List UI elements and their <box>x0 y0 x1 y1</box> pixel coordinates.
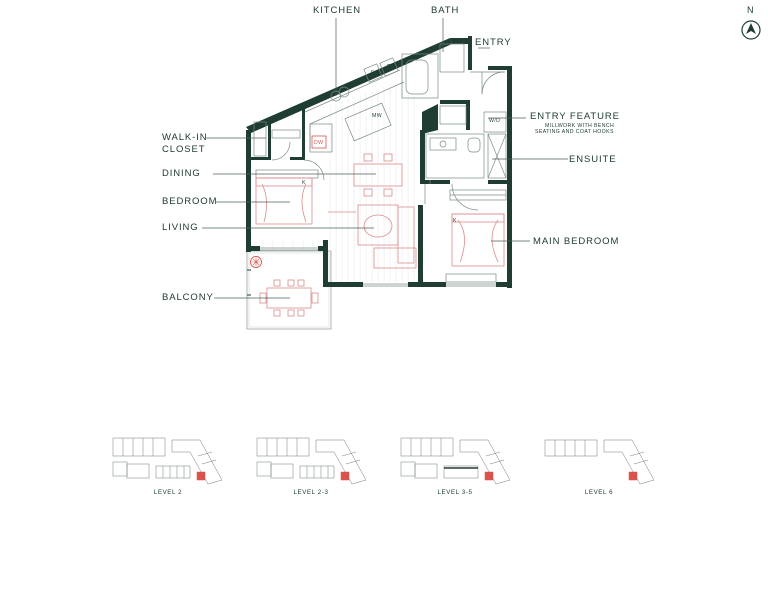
bedroom-bed <box>255 177 313 225</box>
microwave-label: MW <box>372 113 383 119</box>
kitchen-label: KITCHEN <box>313 5 361 16</box>
range-label: R <box>387 64 392 70</box>
closet-k1-label: K <box>302 180 306 186</box>
living-label: LIVING <box>162 222 199 233</box>
entry-feature-note-2: SEATING AND COAT HOOKS <box>535 129 614 135</box>
living-set <box>328 204 417 269</box>
compass-north-label: N <box>747 5 754 15</box>
closet-k2-label: K <box>453 218 457 224</box>
level-label-3-5: LEVEL 3-5 <box>437 489 473 496</box>
fridge-label: F <box>371 70 375 76</box>
bath-label: BATH <box>431 5 460 16</box>
ensuite-label: ENSUITE <box>569 154 617 165</box>
main-bedroom-label: MAIN BEDROOM <box>533 236 620 247</box>
keyplan-level-2 <box>112 437 223 485</box>
bedroom-label: BEDROOM <box>162 196 218 207</box>
walk-in-label-2: CLOSET <box>162 144 206 155</box>
entry-label: ENTRY <box>475 37 512 48</box>
interior-walls <box>251 102 306 160</box>
keyplan-level-3-5 <box>400 437 511 485</box>
entry-feature-label: ENTRY FEATURE <box>530 111 620 122</box>
dining-set <box>353 153 403 197</box>
dishwasher-label: DW <box>314 140 324 146</box>
floor-hatch <box>262 85 415 282</box>
level-label-2-3: LEVEL 2-3 <box>293 489 329 496</box>
interior-lines <box>253 43 507 287</box>
washer-dryer-label: W/D <box>489 118 501 124</box>
walk-in-label-1: WALK-IN <box>162 132 208 143</box>
dining-label: DINING <box>162 168 201 179</box>
kitchen-appliances <box>330 57 399 142</box>
balcony-area <box>246 250 332 330</box>
leader-lines <box>202 18 568 299</box>
dishwasher-marker <box>311 135 327 149</box>
keyplan-level-6 <box>544 439 655 485</box>
keyplan-level-2-3 <box>256 437 367 485</box>
balcony-label: BALCONY <box>162 292 214 303</box>
entry-feature-note-1: MILLWORK WITH BENCH <box>545 123 615 129</box>
main-bedroom-bed <box>451 213 505 267</box>
balcony-plant <box>250 256 262 268</box>
level-label-6: LEVEL 6 <box>584 489 614 496</box>
compass-icon <box>741 20 761 40</box>
level-label-2: LEVEL 2 <box>153 489 183 496</box>
